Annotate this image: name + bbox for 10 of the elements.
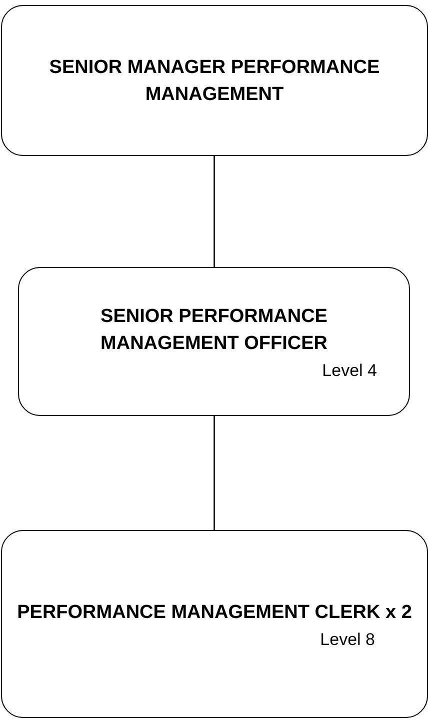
org-box — [1, 5, 428, 156]
role-title: PERFORMANCE MANAGEMENT CLERK x 2 — [17, 600, 412, 624]
level-label: Level 8 — [320, 630, 375, 650]
role-title: SENIOR MANAGER PERFORMANCE MANAGEMENT — [48, 56, 381, 106]
connector-line — [214, 416, 215, 530]
connector-line — [214, 156, 215, 267]
level-label: Level 4 — [322, 360, 377, 380]
role-title: SENIOR PERFORMANCE MANAGEMENT OFFICER — [100, 304, 328, 356]
org-box — [1, 530, 428, 718]
org-box — [18, 267, 410, 416]
